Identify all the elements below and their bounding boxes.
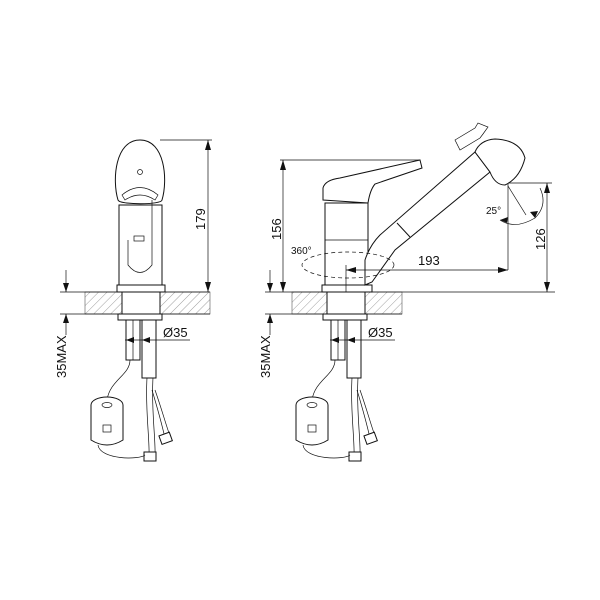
tilt-angle-indicator: 25° — [486, 185, 544, 225]
height-label: 179 — [193, 208, 208, 230]
max-thickness-label: 35MAX — [258, 335, 273, 378]
pull-direction-arrow-icon — [454, 122, 489, 151]
spout-height-dimension: 126 — [508, 182, 552, 292]
max-thickness-dimension: 35MAX — [258, 270, 273, 378]
side-view: 156 126 193 360° 25° — [258, 122, 555, 462]
spout-height-label: 126 — [533, 228, 548, 250]
battery-box — [90, 396, 146, 459]
diameter-dimension: Ø35 — [330, 325, 395, 343]
height-label: 156 — [269, 218, 284, 240]
diameter-dimension: Ø35 — [125, 325, 190, 343]
lever-handle — [322, 159, 423, 204]
spray-head — [474, 138, 526, 186]
max-thickness-label: 35MAX — [54, 335, 69, 378]
rotation-label: 360° — [291, 246, 312, 257]
front-view: 179 35MAX Ø35 — [54, 139, 212, 462]
mount-shank — [121, 291, 161, 315]
diameter-label: Ø35 — [163, 325, 188, 340]
diameter-label: Ø35 — [368, 325, 393, 340]
rotation-indicator: 360° — [291, 246, 395, 279]
reach-dimension: 193 — [345, 183, 509, 292]
faucet-body — [114, 139, 166, 293]
height-dimension: 179 — [160, 139, 212, 292]
faucet-body — [321, 122, 526, 293]
battery-box — [295, 396, 351, 459]
height-dimension: 156 — [269, 159, 420, 292]
pull-out-spout — [364, 151, 491, 286]
reach-label: 193 — [418, 253, 440, 268]
max-thickness-dimension: 35MAX — [54, 270, 69, 378]
tilt-angle-label: 25° — [486, 206, 501, 217]
